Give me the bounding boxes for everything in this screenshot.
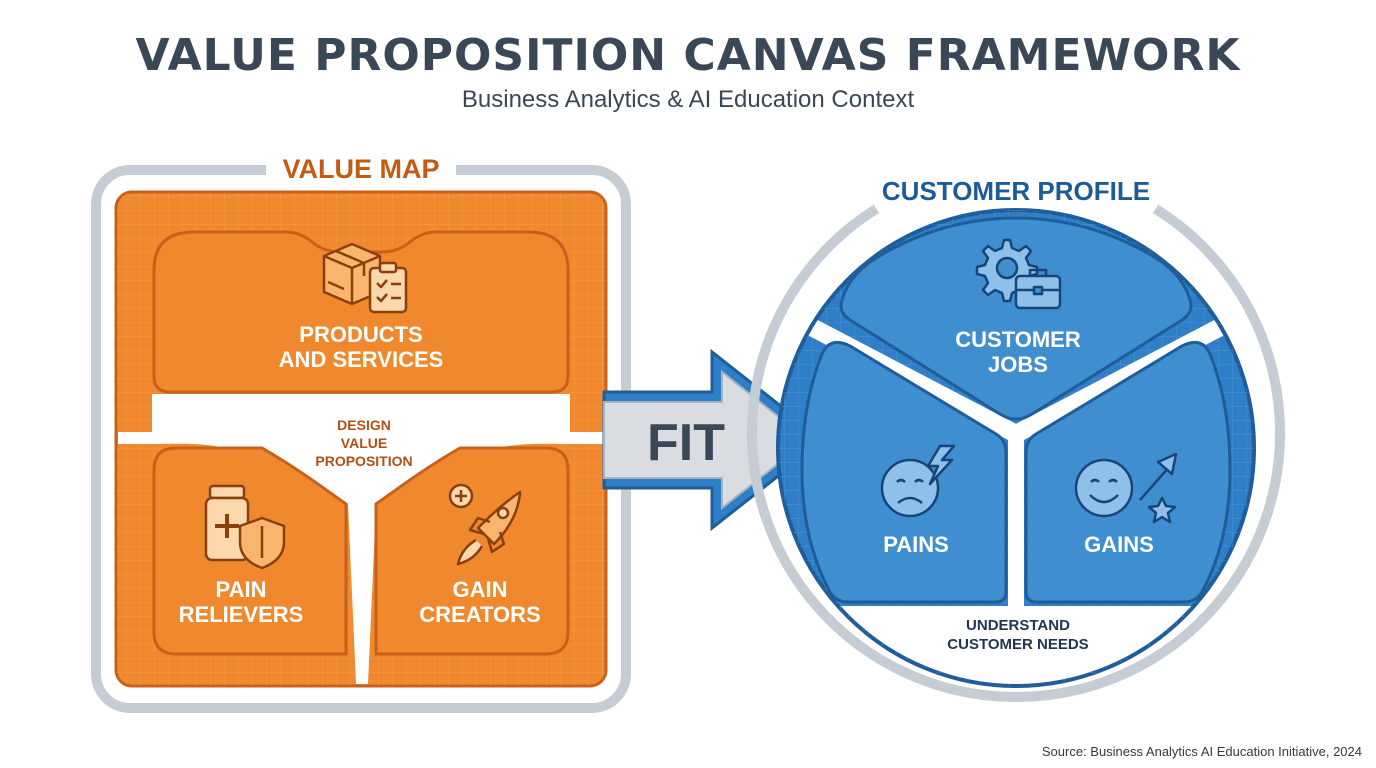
- gear-briefcase-icon: [975, 238, 1062, 310]
- products-and-services-panel[interactable]: [152, 230, 570, 394]
- value-map: VALUE MAP PRODU: [91, 150, 631, 713]
- pain-relievers-line1: PAIN: [216, 577, 267, 602]
- smile-face-arrow-star-icon: [1074, 452, 1178, 524]
- page-title: VALUE PROPOSITION CANVAS FRAMEWORK: [135, 30, 1241, 81]
- understand-label-line1: UNDERSTAND: [966, 617, 1070, 634]
- customer-profile-label: CUSTOMER PROFILE: [882, 176, 1150, 206]
- design-label-line1: DESIGN: [337, 417, 391, 433]
- customer-profile: CUSTOMER PROFILE CUSTOMER: [747, 176, 1285, 702]
- customer-profile-frame: [747, 204, 1285, 702]
- design-label-line3: PROPOSITION: [315, 453, 412, 469]
- value-map-label: VALUE MAP: [282, 154, 439, 184]
- products-label-line1: PRODUCTS: [299, 322, 422, 347]
- sad-face-lightning-icon: [880, 444, 956, 518]
- design-path: [152, 394, 570, 684]
- rocket-icon: [448, 483, 522, 566]
- value-map-label-bg: [266, 150, 456, 190]
- fit-label: FIT: [647, 414, 725, 472]
- gain-creators-line2: CREATORS: [419, 602, 540, 627]
- source-note: Source: Business Analytics AI Education …: [1041, 744, 1362, 759]
- medicine-shield-icon: [204, 484, 286, 570]
- gain-creators-line1: GAIN: [453, 577, 508, 602]
- understand-label-line2: CUSTOMER NEEDS: [947, 636, 1088, 653]
- pain-relievers-line2: RELIEVERS: [179, 602, 304, 627]
- design-label-line2: VALUE: [341, 435, 387, 451]
- customer-jobs-line2: JOBS: [988, 352, 1048, 377]
- products-label-line2: AND SERVICES: [279, 347, 444, 372]
- page-subtitle: Business Analytics & AI Education Contex…: [461, 86, 915, 113]
- gains-label: GAINS: [1084, 532, 1154, 557]
- pains-label: PAINS: [883, 532, 949, 557]
- box-clipboard-icon: [322, 242, 408, 314]
- customer-jobs-line1: CUSTOMER: [955, 327, 1081, 352]
- customer-jobs-panel[interactable]: [839, 216, 1193, 421]
